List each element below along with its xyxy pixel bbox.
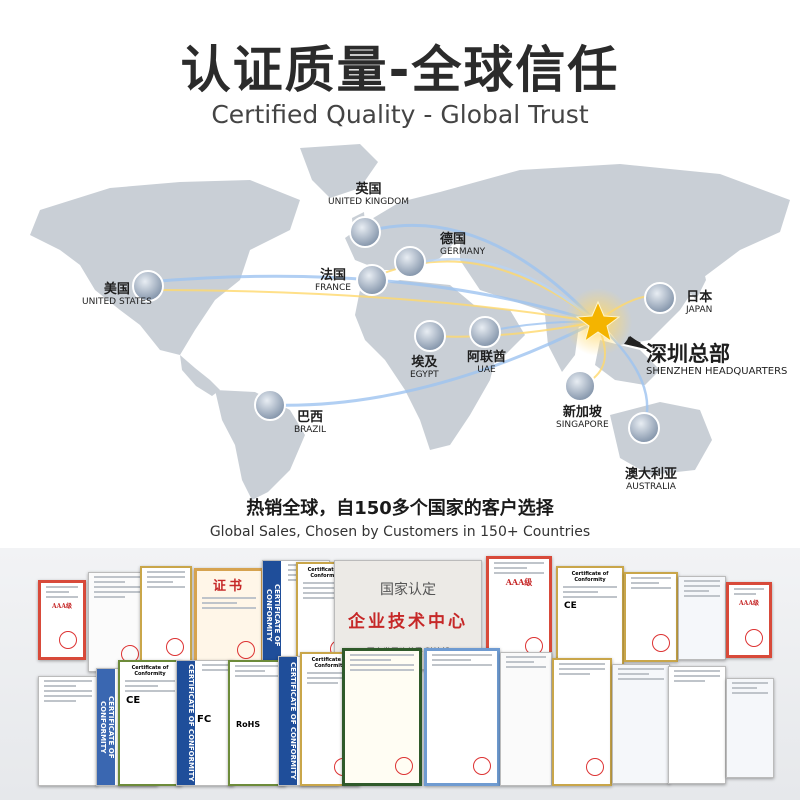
slogan-subtitle: Global Sales, Chosen by Customers in 150… — [209, 524, 591, 540]
certificate — [624, 572, 678, 662]
uk-pin-icon — [349, 216, 381, 248]
asia-shape — [440, 164, 790, 345]
japan-pin-icon — [644, 282, 676, 314]
page-subtitle: Certified Quality - Global Trust — [211, 100, 589, 129]
certificate — [342, 648, 422, 786]
europe-shape — [345, 192, 470, 270]
france-pin-icon — [356, 264, 388, 296]
slogan-title: 热销全球，自150多个国家的客户选择 — [246, 498, 554, 519]
certificate — [424, 648, 500, 786]
hq-star-icon — [575, 300, 621, 343]
certificate: CERTIFICATE OF CONFORMITY FC — [176, 660, 234, 786]
world-map — [30, 144, 790, 500]
certificate: Certificate of Conformity CE — [118, 660, 182, 786]
certificate: Certificate of Conformity CE — [556, 566, 624, 666]
egypt-pin-icon — [414, 320, 446, 352]
certificate: RoHS — [228, 660, 286, 786]
north-america-shape — [30, 180, 300, 355]
africa-shape — [355, 280, 500, 450]
certificate — [612, 664, 670, 784]
japan-shape — [688, 255, 706, 300]
greenland-shape — [300, 144, 378, 198]
central-america-shape — [180, 355, 220, 396]
location-pins — [132, 216, 676, 444]
australia-shape — [610, 402, 712, 475]
certificate — [668, 666, 726, 784]
uae-pin-icon — [469, 316, 501, 348]
certificate: AAA级 — [486, 556, 552, 666]
australia-pin-icon — [628, 412, 660, 444]
certificate — [726, 678, 774, 778]
usa-pin-icon — [132, 270, 164, 302]
certificate — [38, 676, 98, 786]
south-america-shape — [215, 390, 305, 500]
certificate — [500, 652, 552, 786]
land-masses — [30, 144, 790, 500]
certificate — [140, 566, 192, 666]
germany-pin-icon — [394, 246, 426, 278]
singapore-pin-icon — [564, 370, 596, 402]
certificate: 证书 — [194, 568, 264, 670]
certificate: AAA级 — [38, 580, 86, 660]
certificate — [678, 576, 726, 660]
page-title: 认证质量-全球信任 — [180, 41, 620, 99]
brazil-pin-icon — [254, 389, 286, 421]
certificate-wall: AAA级 证书 CERTIFICATE OF CONFORMITY Certif… — [0, 548, 800, 800]
certificate: AAA级 — [726, 582, 772, 658]
certificate — [552, 658, 612, 786]
certificate — [88, 572, 146, 672]
